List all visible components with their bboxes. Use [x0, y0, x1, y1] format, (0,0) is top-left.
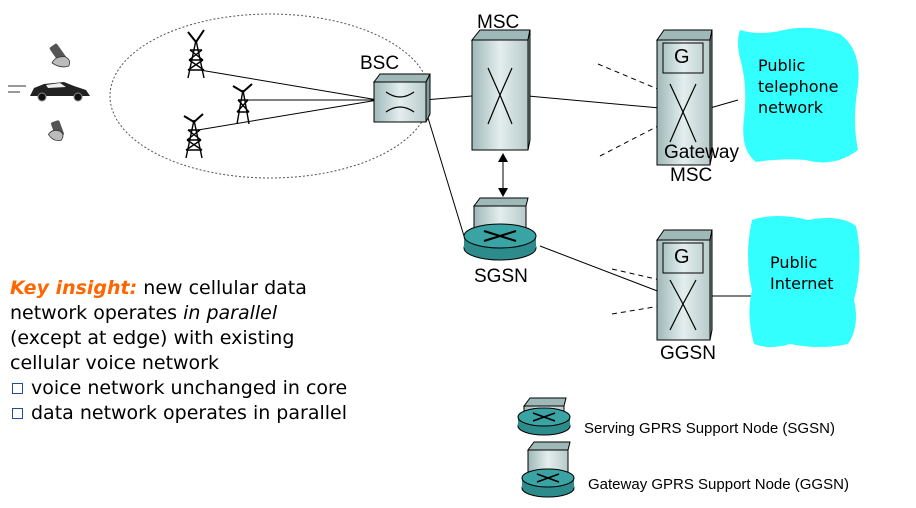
- dashed-link-ggsn-2: [611, 305, 661, 315]
- bullet-item-1: voice network unchanged in core: [10, 376, 480, 401]
- ggsn-switch-icon: [656, 229, 713, 341]
- link-gmsc-telephone: [709, 99, 739, 109]
- insight-line1: new cellular data: [137, 277, 307, 299]
- legend-sgsn-icon: [517, 397, 571, 436]
- link-bsc-msc: [423, 95, 473, 101]
- ggsn-g-label: G: [674, 246, 690, 268]
- bullet-box-icon: [12, 383, 23, 394]
- sgsn-label: SGSN: [474, 266, 528, 287]
- telephone-network-label: Public telephone network: [758, 56, 839, 117]
- gateway-msc-label-line1: Gateway: [664, 142, 739, 163]
- internet-cloud: [748, 216, 860, 347]
- key-insight-text: Key insight: new cellular data network o…: [10, 276, 480, 426]
- link-msc-gmsc: [527, 95, 661, 109]
- mobile-phone-icon-1: [49, 43, 70, 68]
- link-bsc-sgsn: [424, 107, 465, 237]
- gateway-msc-label-line2: MSC: [670, 165, 713, 186]
- ggsn-label: GGSN: [660, 343, 716, 364]
- mobile-phone-icon-2: [47, 120, 64, 141]
- car-icon: [8, 82, 90, 102]
- telephone-network-cloud: [738, 27, 859, 163]
- bsc-switch-icon: [373, 73, 431, 123]
- cell-tower-icon-2: [232, 83, 253, 125]
- dashed-link-ggsn: [611, 268, 661, 281]
- link-tower3-bsc: [197, 99, 379, 131]
- msc-label: MSC: [477, 12, 520, 33]
- sgsn-router-icon: [463, 197, 537, 261]
- msc-switch-icon: [470, 29, 531, 151]
- gateway-msc-switch-icon: [656, 29, 713, 166]
- dashed-link-gmsc-1: [597, 63, 661, 91]
- link-sgsn-ggsn: [539, 245, 661, 293]
- arrowhead-down: [498, 188, 508, 197]
- arrowhead-up: [498, 153, 508, 162]
- bsc-label: BSC: [360, 53, 400, 74]
- gateway-msc-g-label: G: [674, 46, 690, 68]
- cell-tower-icon-1: [187, 29, 205, 79]
- bullet-item-2: data network operates in parallel: [10, 401, 480, 426]
- insight-line3: (except at edge) with existing: [10, 327, 295, 349]
- insight-italic: in parallel: [183, 302, 278, 324]
- legend-ggsn-icon: [521, 441, 575, 498]
- dashed-link-gmsc-2: [599, 124, 661, 157]
- insight-line2: network operates: [10, 302, 184, 324]
- insight-line4: cellular voice network: [10, 352, 219, 374]
- legend-sgsn-label: Serving GPRS Support Node (SGSN): [584, 420, 835, 437]
- link-tower1-bsc: [199, 69, 379, 101]
- cell-tower-icon-3: [183, 113, 204, 159]
- bullet-box-icon: [12, 408, 23, 419]
- internet-label: Public Internet: [770, 253, 834, 293]
- key-insight-heading: Key insight:: [10, 277, 138, 299]
- legend-ggsn-label: Gateway GPRS Support Node (GGSN): [588, 476, 849, 493]
